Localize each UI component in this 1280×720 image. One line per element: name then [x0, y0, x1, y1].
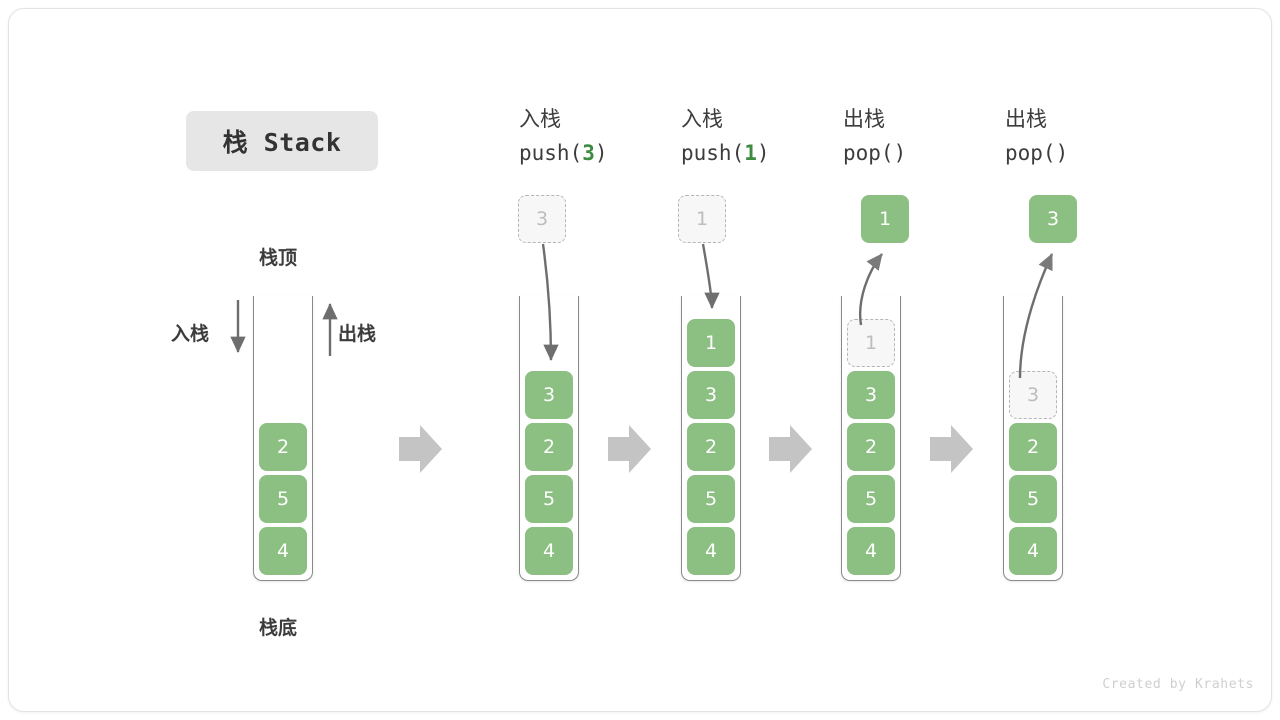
stack-top-label: 栈顶: [259, 247, 298, 269]
step-code-label: pop(): [843, 138, 1033, 168]
step-cn-label: 出栈: [1005, 107, 1047, 131]
stack-cell: 4: [259, 527, 307, 575]
stack-cell: 2: [525, 423, 573, 471]
stack-cell: 5: [687, 475, 735, 523]
stack-cell: 4: [525, 527, 573, 575]
stack-cell: 4: [1009, 527, 1057, 575]
stack-cell: 2: [687, 423, 735, 471]
stack-bottom-label: 栈底: [259, 617, 298, 639]
stack-cell: 5: [525, 475, 573, 523]
step-code-label: push(1): [681, 138, 871, 168]
code-prefix: pop(: [843, 141, 894, 166]
stack-cell: 4: [847, 527, 895, 575]
step-cn-label: 入栈: [519, 107, 561, 131]
pop-direction-label: 出栈: [338, 323, 377, 345]
code-prefix: pop(: [1005, 141, 1056, 166]
step-cn-label: 出栈: [843, 107, 885, 131]
step-caption-push-3: 入栈 push(3): [519, 104, 709, 169]
stack-cell: 1: [687, 319, 735, 367]
outgoing-value-box: 1: [861, 195, 909, 243]
outgoing-value-box: 3: [1029, 195, 1077, 243]
code-suffix: ): [594, 141, 608, 166]
stack-cell: 2: [847, 423, 895, 471]
step-cn-label: 入栈: [681, 107, 723, 131]
stack-cell: 2: [259, 423, 307, 471]
stack-cell: 4: [687, 527, 735, 575]
stack-cell: 3: [687, 371, 735, 419]
incoming-value-box: 1: [678, 195, 726, 243]
incoming-value-box: 3: [518, 195, 566, 243]
step-code-label: pop(): [1005, 138, 1195, 168]
code-prefix: push(: [681, 141, 745, 166]
step-caption-pop-1: 出栈 pop(): [843, 104, 1033, 169]
stack-cell: 5: [259, 475, 307, 523]
step-code-label: push(3): [519, 138, 709, 168]
code-suffix: ): [756, 141, 770, 166]
stack-cell: 5: [847, 475, 895, 523]
code-argument: 3: [582, 141, 595, 166]
stack-cell: 3: [847, 371, 895, 419]
step-caption-pop-3: 出栈 pop(): [1005, 104, 1195, 169]
code-prefix: push(: [519, 141, 583, 166]
code-suffix: ): [1055, 141, 1069, 166]
page-title: 栈 Stack: [186, 111, 378, 171]
push-direction-label: 入栈: [171, 323, 210, 345]
stack-cell: 2: [1009, 423, 1057, 471]
footer-credit: Created by Krahets: [1102, 677, 1254, 692]
code-suffix: ): [893, 141, 907, 166]
stack-cell: 3: [525, 371, 573, 419]
stack-cell-ghost: 3: [1009, 371, 1057, 419]
stack-cell: 5: [1009, 475, 1057, 523]
stack-cell-ghost: 1: [847, 319, 895, 367]
step-caption-push-1: 入栈 push(1): [681, 104, 871, 169]
code-argument: 1: [744, 141, 757, 166]
